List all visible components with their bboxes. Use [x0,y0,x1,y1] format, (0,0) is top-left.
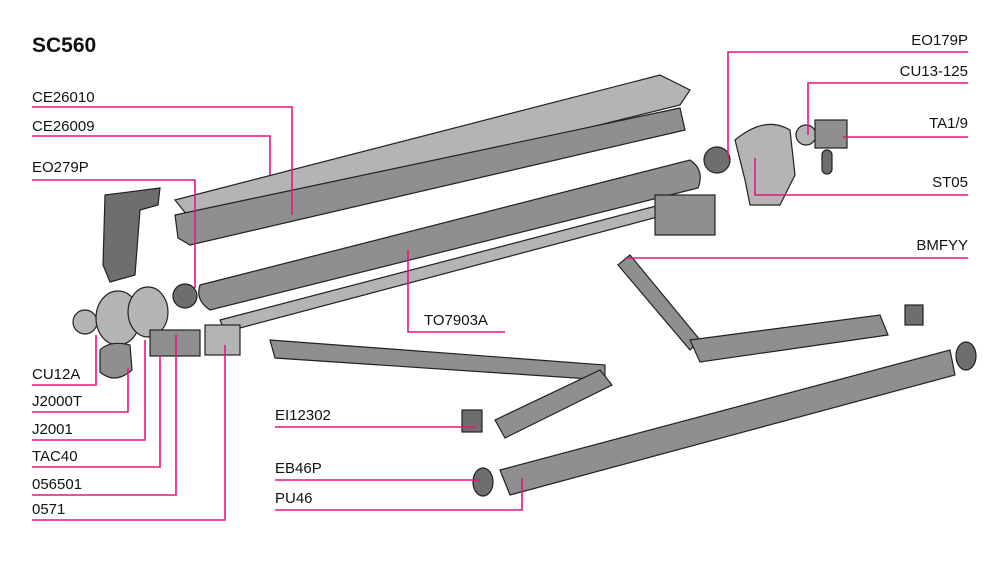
leader-ce26009 [32,135,271,175]
leader-ce26010 [32,106,293,215]
part-tac40 [149,329,201,357]
part-eo279p [172,283,198,309]
leader-056501 [32,335,177,496]
part-bracket [102,187,161,283]
label-tac40: TAC40 [32,448,78,465]
label-056501: 056501 [32,476,82,493]
leader-j2001 [32,340,146,441]
leader-eo279p [32,179,196,288]
part-plate [127,286,169,338]
part-cu13-125 [795,124,817,146]
part-bmfyy-arm [617,254,701,351]
part-arm-left [269,339,606,381]
label-eo279p: EO279P [32,159,89,176]
part-ta1-9 [814,119,848,149]
part-ei-right [904,304,924,326]
leader-st05 [754,158,968,196]
part-cu12a [72,309,98,335]
label-to7903a: TO7903A [424,312,488,329]
diagram-title: SC560 [32,34,96,57]
part-handle [821,149,833,175]
label-cu13-125: CU13-125 [900,63,968,80]
leader-pu46 [275,478,523,511]
part-st05 [734,123,796,206]
part-arm-left2 [494,369,613,439]
part-bmfyy-arm2 [689,314,889,363]
leader-eo179p [727,51,968,158]
part-to7903a [198,159,701,311]
leader-to7903a [407,250,505,333]
part-endcap-right [955,341,977,371]
label-ei12302: EI12302 [275,407,331,424]
leader-0571 [32,345,226,521]
leader-tac40 [32,355,161,468]
leader-cu13-125 [807,82,968,135]
label-j2001: J2001 [32,421,73,438]
part-eb46p [472,467,494,497]
label-j2000t: J2000T [32,393,82,410]
part-eo179p [703,146,731,174]
label-bmfyy: BMFYY [916,237,968,254]
label-eb46p: EB46P [275,460,322,477]
leader-j2000t [32,368,129,413]
label-pu46: PU46 [275,490,313,507]
label-ta1-9: TA1/9 [929,115,968,132]
leader-cu12a [32,335,97,386]
label-0571: 0571 [32,501,65,518]
label-cu12a: CU12A [32,366,80,383]
label-ce26010: CE26010 [32,89,95,106]
part-pu46 [499,349,956,496]
part-ce26009 [174,107,686,246]
parts [72,74,977,497]
part-0571 [204,324,241,356]
label-st05: ST05 [932,174,968,191]
leader-lines [32,51,968,521]
label-eo179p: EO179P [911,32,968,49]
label-ce26009: CE26009 [32,118,95,135]
part-ei12302 [461,409,483,433]
part-arm-mount [654,194,716,236]
part-j2000t [99,342,133,379]
